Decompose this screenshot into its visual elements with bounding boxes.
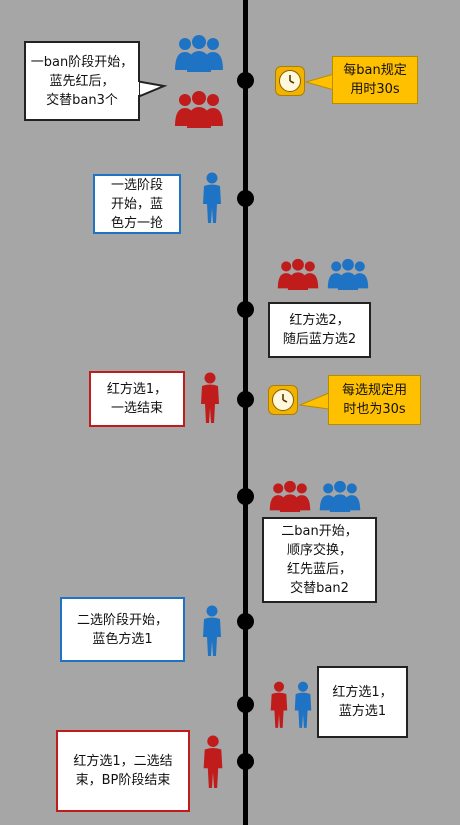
ban1-event-box: 一ban阶段开始， 蓝先红后， 交替ban3个 <box>24 41 140 121</box>
group-icon-blue <box>175 35 223 72</box>
ban-callout-tail-cover <box>126 82 139 95</box>
pick-time-note: 每选规定用 时也为30s <box>328 375 421 425</box>
group-icon-red <box>269 480 311 512</box>
timeline-dot <box>237 753 254 770</box>
timeline-line <box>243 0 248 825</box>
person-icon-red <box>270 681 288 728</box>
timeline-dot <box>237 72 254 89</box>
note-tail <box>298 392 330 410</box>
clock-hands <box>289 75 295 84</box>
group-icon-red <box>277 258 319 290</box>
red2-event-box: 红方选2， 随后蓝方选2 <box>268 302 371 358</box>
group-icon-blue <box>327 258 369 290</box>
timeline-dot <box>237 613 254 630</box>
person-icon-red <box>203 735 223 788</box>
clock-icon <box>275 66 305 96</box>
timeline-dot <box>237 696 254 713</box>
timeline-dot <box>237 190 254 207</box>
person-icon-red <box>201 372 219 423</box>
timeline-dot <box>237 391 254 408</box>
person-icon-blue <box>294 681 312 728</box>
final-event-box: 红方选1，二选结 束，BP阶段结束 <box>56 730 190 812</box>
person-icon-blue <box>203 172 221 223</box>
ban-time-note: 每ban规定 用时30s <box>332 56 418 104</box>
pick2-event-box: 二选阶段开始， 蓝色方选1 <box>60 597 185 662</box>
timeline-dot <box>237 488 254 505</box>
red1end-event-box: 红方选1， 一选结束 <box>89 371 185 427</box>
pick1-event-box: 一选阶段 开始，蓝 色方一抢 <box>93 174 181 234</box>
clock-hands <box>282 394 288 403</box>
timeline-dot <box>237 301 254 318</box>
redblue-event-box: 红方选1， 蓝方选1 <box>317 666 408 738</box>
person-icon-blue <box>203 605 221 656</box>
ban2-event-box: 二ban开始， 顺序交换， 红先蓝后， 交替ban2 <box>262 517 377 603</box>
clock-icon <box>268 385 298 415</box>
group-icon-red <box>175 91 223 128</box>
group-icon-blue <box>319 480 361 512</box>
